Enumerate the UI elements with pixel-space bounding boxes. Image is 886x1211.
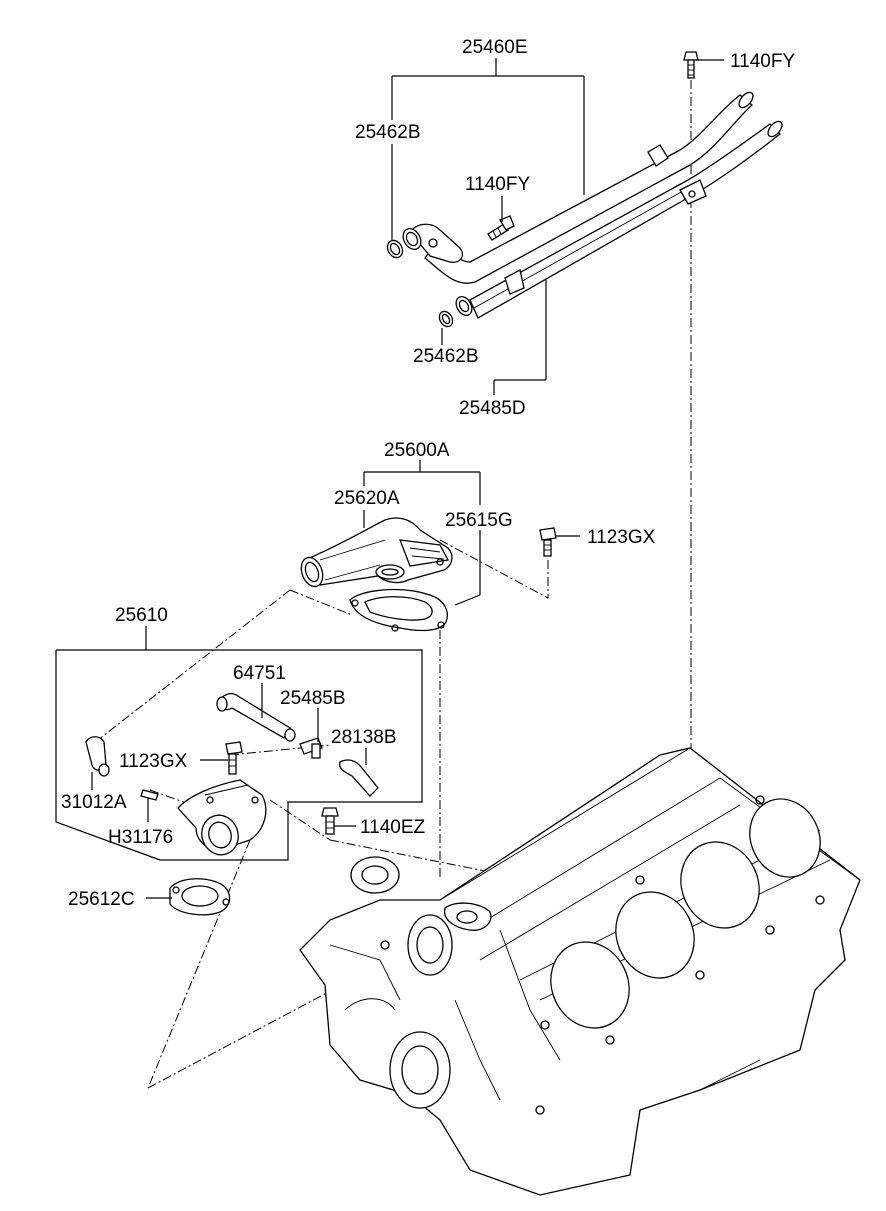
- bolt-1123GX-right: [539, 527, 557, 557]
- engine-block: [299, 747, 861, 1196]
- fitting-25485B: [299, 737, 323, 759]
- gasket-25615G: [349, 588, 448, 632]
- label-28138B: 28138B: [331, 727, 397, 748]
- label-25462B-top: 25462B: [355, 122, 421, 143]
- part-labels: 25460E 1140FY 25462B 1140FY 25462B 25485…: [61, 37, 795, 910]
- label-64751: 64751: [233, 663, 286, 684]
- water-inlet-fitting: [177, 779, 267, 856]
- gasket-25612C: [169, 878, 231, 916]
- label-25610: 25610: [115, 605, 168, 626]
- label-1140EZ: 1140EZ: [360, 817, 426, 838]
- bolt-1140FY-top: [683, 51, 699, 79]
- label-25485D: 25485D: [459, 398, 526, 419]
- label-1123GX-right: 1123GX: [587, 527, 656, 548]
- water-pipe-assembly: [386, 91, 783, 328]
- label-H31176: H31176: [108, 827, 173, 848]
- label-1140FY-top: 1140FY: [730, 51, 795, 72]
- hose-31012A: [85, 736, 110, 777]
- hose-28138B: [339, 759, 379, 797]
- label-25600A: 25600A: [384, 440, 450, 461]
- leader-lines: [55, 58, 724, 899]
- hose-64751: [216, 693, 296, 742]
- bolt-1123GX-left: [225, 741, 243, 775]
- label-25615G: 25615G: [445, 510, 513, 531]
- label-25620A: 25620A: [334, 488, 400, 509]
- pin-H31176: [140, 789, 159, 801]
- label-31012A: 31012A: [61, 792, 127, 813]
- label-25485B: 25485B: [280, 688, 346, 709]
- label-25612C: 25612C: [68, 889, 135, 910]
- bolt-1140EZ: [321, 807, 339, 835]
- label-1123GX-left: 1123GX: [119, 751, 188, 772]
- bolt-1140FY-mid: [487, 215, 515, 241]
- label-25462B-bottom: 25462B: [413, 346, 479, 367]
- label-1140FY-mid: 1140FY: [465, 174, 530, 195]
- label-25460E: 25460E: [462, 37, 528, 58]
- thermostat-housing: [300, 517, 453, 588]
